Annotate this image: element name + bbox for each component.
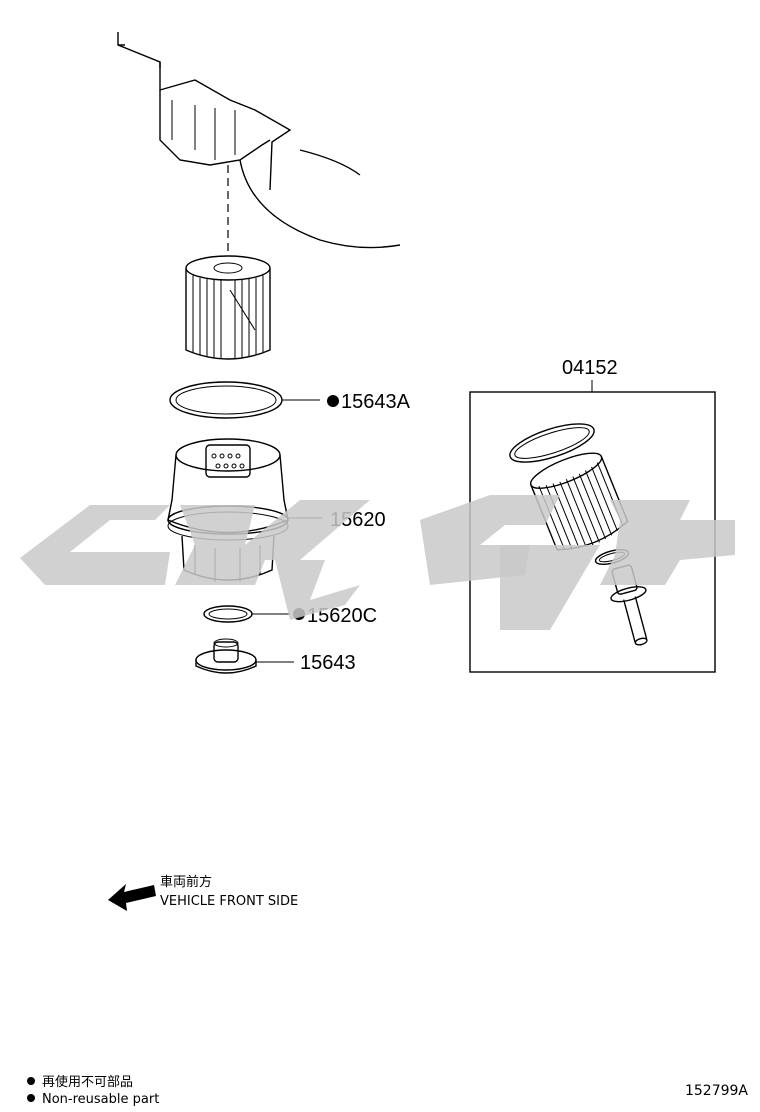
- part-label-04152: 04152: [562, 357, 618, 379]
- oil-filter-element: [185, 255, 271, 360]
- drain-plug-15643: 15643: [195, 638, 356, 674]
- watermark: [20, 495, 735, 630]
- direction-arrow-icon: [108, 884, 156, 911]
- legend-label-english: Non-reusable part: [42, 1092, 159, 1107]
- cap-holes: [211, 453, 245, 469]
- part-label-15643: 15643: [300, 652, 356, 674]
- engine-block-outline: [117, 32, 401, 255]
- legend-dot-icon: [27, 1094, 35, 1102]
- part-label-15643a: 15643A: [341, 391, 411, 413]
- vehicle-front-indicator: 車両前方 VEHICLE FRONT SIDE: [108, 874, 298, 911]
- legend: 再使用不可部品 Non-reusable part: [27, 1074, 159, 1107]
- gasket-15643a: 15643A: [169, 381, 411, 419]
- direction-label-japanese: 車両前方: [160, 874, 212, 890]
- figure-number: 152799A: [685, 1083, 748, 1099]
- non-reusable-dot: [327, 395, 339, 407]
- legend-dot-icon: [27, 1077, 35, 1085]
- legend-label-japanese: 再使用不可部品: [42, 1074, 133, 1090]
- direction-label-english: VEHICLE FRONT SIDE: [160, 894, 298, 909]
